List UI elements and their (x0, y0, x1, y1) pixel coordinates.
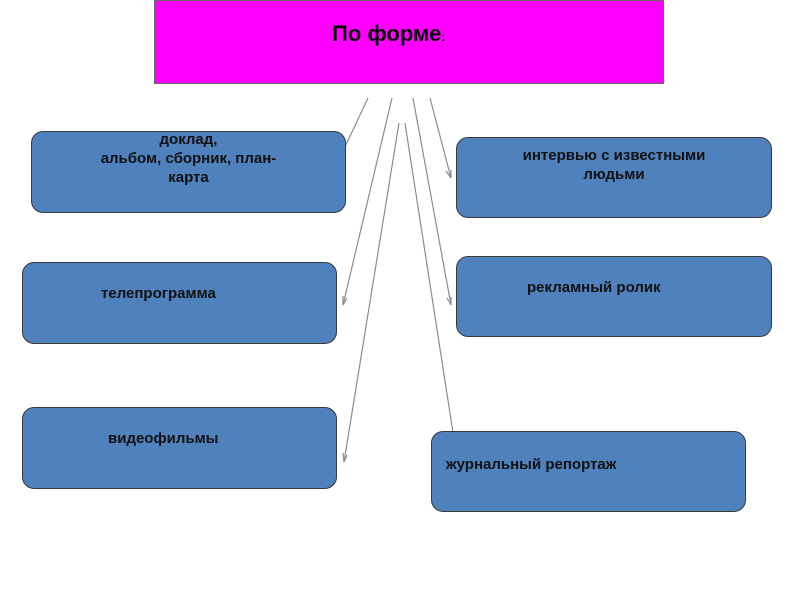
node-report-album-label: доклад, альбом, сборник, план- карта (100, 131, 277, 186)
node-magazine-reportage-label: журнальный репортаж (446, 456, 617, 473)
node-tv-program-label: телепрограмма (101, 285, 216, 302)
diagram-header: По форме: (154, 0, 664, 84)
node-advert-clip-label: рекламный ролик (527, 279, 661, 296)
node-report-album: доклад, альбом, сборник, план- карта (31, 131, 346, 213)
node-tv-program: телепрограмма (22, 262, 337, 344)
connector-ad-arrowhead (446, 297, 452, 306)
connector-video (343, 122, 400, 463)
connector-interview-arrowhead (445, 170, 452, 179)
header-title-colon: : (441, 30, 446, 44)
header-title: По форме: (332, 21, 445, 47)
connector-interview (429, 97, 452, 179)
node-interview: интервью с известными людьми (456, 137, 772, 218)
connector-ad (412, 97, 452, 306)
connector-tv (342, 97, 393, 306)
node-advert-clip: рекламный ролик (456, 256, 772, 337)
connector-reportage (404, 122, 457, 453)
connector-video-arrowhead (342, 452, 348, 463)
header-title-text: По форме (332, 21, 442, 46)
node-magazine-reportage: журнальный репортаж (431, 431, 746, 512)
node-video-films: видеофильмы (22, 407, 337, 489)
connector-tv-arrowhead (342, 296, 348, 306)
node-video-films-label: видеофильмы (108, 430, 219, 447)
node-interview-label: интервью с известными людьми (522, 147, 706, 183)
